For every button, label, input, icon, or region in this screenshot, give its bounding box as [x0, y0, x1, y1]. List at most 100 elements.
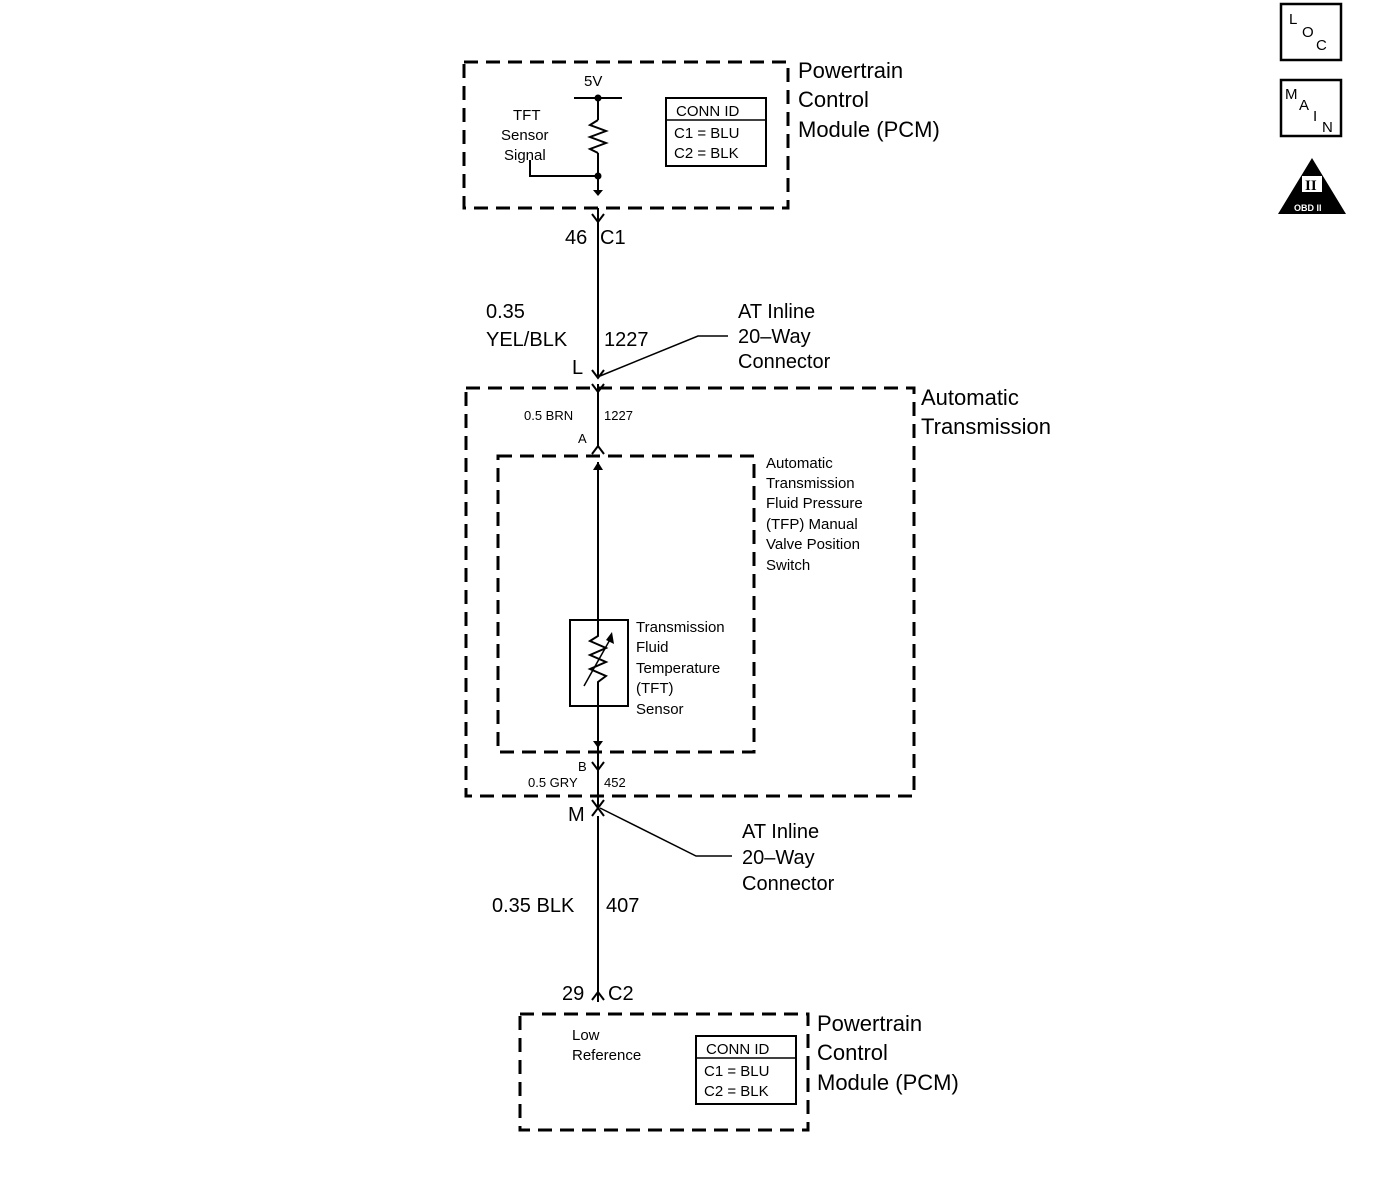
pcm-top-title-line-1: Powertrain — [798, 58, 903, 83]
wire-2-gauge: 0.35 BLK — [492, 895, 575, 917]
gry-wire-label: 0.5 GRY — [528, 775, 578, 790]
obd-ii-mark-frame — [1302, 176, 1322, 192]
main-letter-a: A — [1299, 97, 1309, 114]
tft-label-line-4: (TFT) — [636, 680, 673, 697]
inline-bottom-label: AT Inline 20–Way Connector — [742, 821, 835, 895]
pcm-top-title: Powertrain Control Module (PCM) — [798, 58, 940, 142]
tft-signal-line-2: Sensor — [501, 127, 549, 144]
thermistor-icon — [587, 620, 609, 706]
pcm-top-title-line-3: Module (PCM) — [798, 117, 940, 142]
wire-1-color: YEL/BLK — [486, 329, 568, 351]
inline-bottom-outer-terminal-icon — [591, 806, 605, 817]
obd-ii-label: OBD II — [1294, 203, 1322, 213]
pullup-resistor-icon — [587, 119, 609, 154]
conn-id-row-2-bottom: C2 = BLK — [704, 1083, 769, 1100]
tft-signal-label: TFT Sensor Signal — [501, 107, 549, 164]
tft-signal-line-1: TFT — [513, 107, 541, 124]
thermistor-arrowhead-icon — [606, 632, 614, 644]
brn-wire-label: 0.5 BRN — [524, 408, 573, 423]
tft-signal-line-3: Signal — [504, 147, 546, 164]
main-badge[interactable]: M A I N — [1279, 78, 1343, 138]
main-badge-frame — [1279, 78, 1343, 138]
brn-wire-circuit: 1227 — [604, 408, 633, 423]
sensor-top-arrow-icon — [593, 462, 603, 470]
main-letter-i: I — [1313, 108, 1317, 125]
conn-id-table-top: CONN ID C1 = BLU C2 = BLK — [665, 97, 767, 167]
thermistor-variable-arrow-icon — [583, 635, 613, 687]
tft-sensor-label: Transmission Fluid Temperature (TFT) Sen… — [636, 619, 725, 718]
tft-label-line-3: Temperature — [636, 660, 720, 677]
tfp-label-line-3: Fluid Pressure — [766, 495, 863, 512]
conn-id-frame-top — [665, 97, 767, 167]
low-reference-line-2: Reference — [572, 1047, 641, 1064]
wire-1-circuit: 1227 — [604, 329, 649, 351]
inline-top-terminal-icon — [591, 369, 605, 380]
conn-id-row-1-bottom: C1 = BLU — [704, 1063, 769, 1080]
sensor-pin-a: A — [578, 431, 587, 446]
pcm-bottom-title: Powertrain Control Module (PCM) — [817, 1011, 959, 1095]
inline-bottom-label-line-1: AT Inline — [742, 821, 819, 843]
conn-id-row-1-top: C1 = BLU — [674, 125, 739, 142]
tfp-label-line-2: Transmission — [766, 475, 855, 492]
conn-id-header-top: CONN ID — [676, 103, 740, 120]
tfp-label-line-4: (TFP) Manual — [766, 516, 858, 533]
low-reference-label: Low Reference — [572, 1027, 641, 1064]
tft-label-line-5: Sensor — [636, 701, 684, 718]
voltage-label: 5V — [584, 73, 602, 90]
tfp-label-line-5: Valve Position — [766, 536, 860, 553]
gry-wire-circuit: 452 — [604, 775, 626, 790]
transmission-boundary — [464, 386, 916, 798]
inline-bottom-pin: M — [568, 804, 585, 826]
pin-b-terminal-icon — [591, 761, 605, 772]
conn-id-header-bottom: CONN ID — [706, 1041, 770, 1058]
pcm-bottom-title-line-3: Module (PCM) — [817, 1070, 959, 1095]
main-letter-m: M — [1285, 86, 1298, 103]
inline-top-pin: L — [572, 357, 583, 379]
tft-label-line-2: Fluid — [636, 639, 669, 656]
wire-2-circuit: 407 — [606, 895, 639, 917]
inline-top-leader — [599, 335, 728, 377]
loc-badge[interactable]: L O C — [1279, 2, 1343, 62]
signal-tap-wire — [529, 160, 598, 177]
inline-bottom-label-line-3: Connector — [742, 873, 835, 895]
c2-connector-id: C2 — [608, 983, 634, 1005]
tfp-label-line-6: Switch — [766, 557, 810, 574]
transmission-title-line-2: Transmission — [921, 414, 1051, 439]
transmission-title-line-1: Automatic — [921, 385, 1019, 410]
tfp-label-line-1: Automatic — [766, 455, 833, 472]
conn-id-row-2-top: C2 = BLK — [674, 145, 739, 162]
conn-id-frame-bottom — [695, 1035, 797, 1105]
c1-connector-id: C1 — [600, 227, 626, 249]
pcm-bottom-title-line-1: Powertrain — [817, 1011, 922, 1036]
inline-bottom-label-line-2: 20–Way — [742, 847, 815, 869]
signal-arrow-icon — [593, 190, 603, 196]
inline-top-label-line-2: 20–Way — [738, 326, 811, 348]
c1-pin-number: 46 — [565, 227, 587, 249]
tfp-switch-label: Automatic Transmission Fluid Pressure (T… — [766, 455, 863, 574]
loc-letter-o: O — [1302, 24, 1314, 41]
inline-top-label-line-3: Connector — [738, 351, 831, 373]
tfp-switch-boundary — [496, 454, 756, 754]
pcm-bottom-title-line-2: Control — [817, 1040, 888, 1065]
low-reference-line-1: Low — [572, 1027, 600, 1044]
transmission-title: Automatic Transmission — [921, 385, 1051, 439]
inline-top-label: AT Inline 20–Way Connector — [738, 301, 831, 373]
c2-pin-number: 29 — [562, 983, 584, 1005]
sensor-pin-b: B — [578, 759, 587, 774]
inline-bottom-leader — [599, 807, 732, 857]
main-letter-n: N — [1322, 119, 1333, 136]
obd-ii-mark: II — [1305, 178, 1317, 194]
wire-1-gauge: 0.35 — [486, 301, 525, 323]
pcm-top-boundary — [462, 60, 790, 210]
conn-id-table-bottom: CONN ID C1 = BLU C2 = BLK — [695, 1035, 797, 1105]
loc-letter-l: L — [1289, 11, 1297, 28]
obd-ii-badge[interactable]: II OBD II — [1278, 158, 1346, 214]
pcm-bottom-boundary — [518, 1012, 810, 1132]
sensor-bottom-arrow-icon — [593, 741, 603, 748]
inline-top-label-line-1: AT Inline — [738, 301, 815, 323]
loc-letter-c: C — [1316, 37, 1327, 54]
loc-badge-frame — [1279, 2, 1343, 62]
pcm-top-title-line-2: Control — [798, 87, 869, 112]
pin-a-terminal-icon — [591, 444, 605, 455]
